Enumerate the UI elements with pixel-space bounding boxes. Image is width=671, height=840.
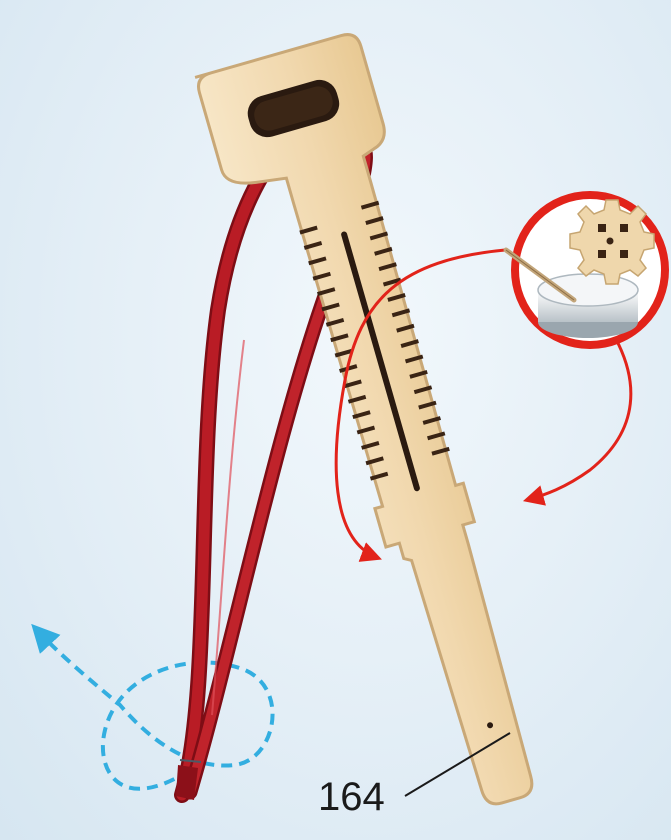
wooden-part-164	[195, 31, 572, 829]
gear-detail-icon	[506, 195, 665, 345]
part-number-label: 164	[318, 773, 385, 821]
motion-path-icon	[35, 628, 273, 789]
